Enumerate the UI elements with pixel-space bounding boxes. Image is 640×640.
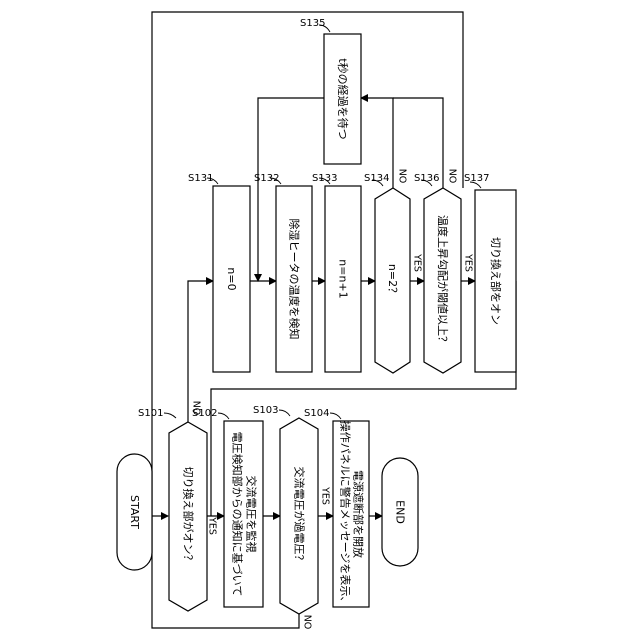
step-s133: n=n+1 S133 (312, 173, 361, 372)
step-s136: 温度上昇勾配が閾値以上？ S136 (414, 173, 461, 373)
s133-step: S133 (312, 173, 337, 184)
s131-step: S131 (188, 173, 213, 184)
s103-step: S103 (253, 405, 278, 416)
s101-no-label: NO (191, 401, 202, 416)
end-terminal: END (382, 458, 418, 566)
step-s137: 切り換え部をオン S137 (464, 173, 516, 372)
s103-text: 交流電圧が過電圧？ (293, 467, 307, 566)
s134-text: n=2？ (386, 264, 399, 298)
step-s131: n=0 S131 (188, 173, 250, 372)
s135-step: S135 (300, 18, 325, 29)
start-label: START (128, 495, 141, 529)
s102-line1: 電圧検知部からの通知に基づいて (231, 432, 245, 597)
s101-yes-label: YES (207, 516, 218, 535)
s103-yes-label: YES (320, 486, 331, 505)
s131-text: n=0 (225, 267, 238, 290)
start-terminal: START (117, 454, 152, 570)
s135-text: t秒の経過を待つ (336, 58, 350, 139)
s136-no-label: NO (447, 169, 458, 184)
s137-step: S137 (464, 173, 489, 184)
s136-yes-label: YES (463, 253, 474, 272)
s134-no-label: NO (397, 169, 408, 184)
end-label: END (394, 500, 407, 524)
s134-step: S134 (364, 173, 389, 184)
step-s134: n=2？ S134 (364, 173, 410, 373)
s102-line2: 交流電圧を監視 (245, 476, 259, 553)
s134-yes-label: YES (412, 253, 423, 272)
s132-step: S132 (254, 173, 279, 184)
s101-text: 切り換え部がオン？ (182, 467, 196, 566)
s136-step: S136 (414, 173, 439, 184)
s103-no-label: NO (302, 615, 313, 630)
s104-line1: 操作パネルに警告メッセージを表示、 (339, 421, 353, 608)
step-s132: 除湿ヒータの温度を検知 S132 (254, 173, 312, 372)
s132-text: 除湿ヒータの温度を検知 (288, 219, 302, 340)
s104-line2: 電源遮断部を開放 (352, 470, 366, 558)
s101-step: S101 (138, 408, 163, 419)
s104-step: S104 (304, 408, 329, 419)
s136-text: 温度上昇勾配が閾値以上？ (436, 215, 450, 347)
step-s135: t秒の経過を待つ S135 (300, 18, 361, 164)
s133-text: n=n+1 (337, 259, 350, 298)
s137-text: 切り換え部をオン (489, 237, 503, 325)
